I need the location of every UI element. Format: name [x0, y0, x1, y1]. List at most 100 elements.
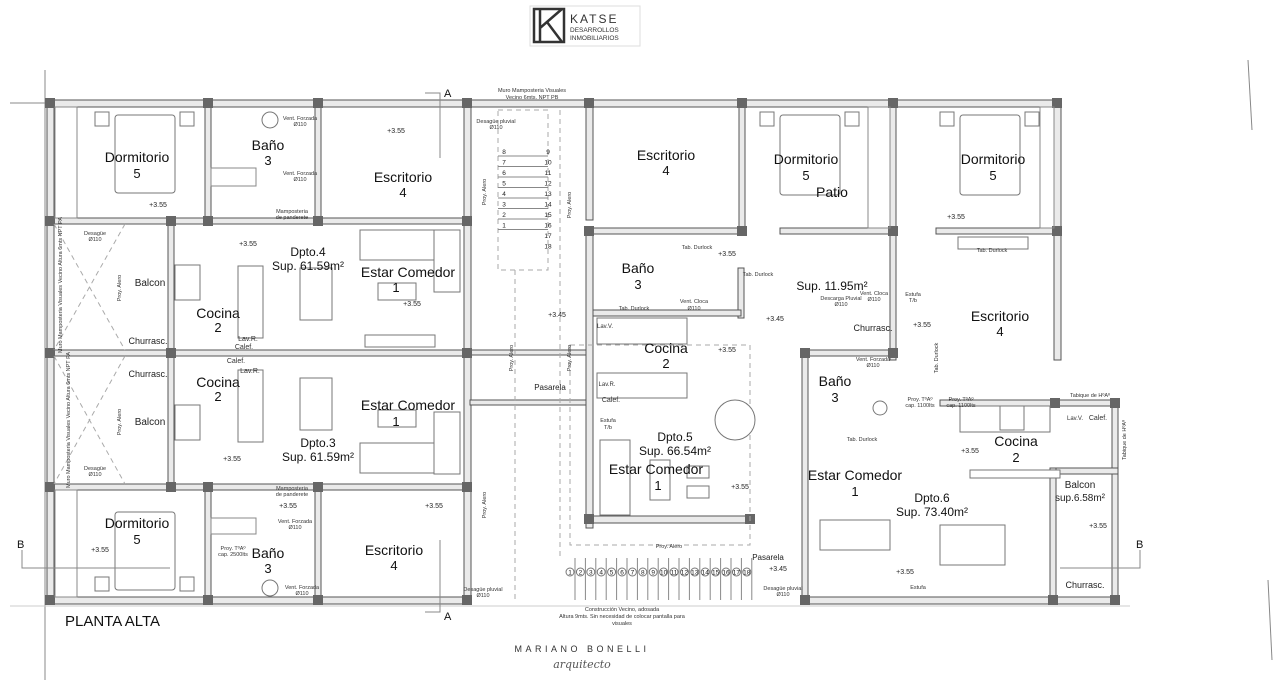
- svg-text:Estar Comedor: Estar Comedor: [361, 264, 455, 280]
- stair-marker: [575, 567, 585, 577]
- stair-number: 6: [620, 570, 624, 577]
- svg-text:B: B: [17, 539, 24, 551]
- stair-number: 7: [502, 160, 506, 167]
- svg-text:Churrasc.: Churrasc.: [853, 323, 892, 333]
- svg-text:de panderete: de panderete: [276, 215, 308, 221]
- svg-text:Tab. Durlock: Tab. Durlock: [847, 437, 878, 443]
- svg-text:Vent. Forzada: Vent. Forzada: [278, 519, 313, 525]
- svg-text:5: 5: [133, 532, 140, 547]
- svg-text:B: B: [1136, 539, 1143, 551]
- reference-lines: [10, 59, 1273, 680]
- svg-text:5: 5: [802, 168, 809, 183]
- stair-number: 14: [544, 202, 552, 209]
- svg-text:Ø110: Ø110: [288, 525, 301, 531]
- svg-text:Estar Comedor: Estar Comedor: [808, 467, 902, 483]
- svg-text:Estufa: Estufa: [600, 418, 617, 424]
- svg-text:Estufa: Estufa: [905, 292, 922, 298]
- stair-marker: [565, 567, 575, 577]
- stair-number: 12: [544, 181, 552, 188]
- svg-text:Cocina: Cocina: [644, 340, 688, 356]
- svg-text:KATSE: KATSE: [570, 12, 618, 26]
- svg-text:Ø110: Ø110: [776, 592, 789, 598]
- stair-number: 14: [702, 570, 710, 577]
- stair-number: 16: [544, 223, 552, 230]
- void-crosses: [53, 109, 751, 600]
- svg-text:+3.55: +3.55: [239, 241, 257, 248]
- svg-text:+3.55: +3.55: [913, 322, 931, 329]
- furniture: [94, 111, 1061, 597]
- stair-number: 13: [691, 570, 699, 577]
- svg-text:Churrasc.: Churrasc.: [128, 336, 167, 346]
- svg-text:+3.55: +3.55: [223, 456, 241, 463]
- svg-text:+3.45: +3.45: [548, 312, 566, 319]
- svg-text:Dormitorio: Dormitorio: [105, 149, 170, 165]
- svg-text:Mamposteria: Mamposteria: [276, 486, 309, 492]
- svg-text:Tab. Durlock: Tab. Durlock: [977, 248, 1008, 254]
- stair-number: 16: [722, 570, 730, 577]
- svg-text:Dormitorio: Dormitorio: [105, 515, 170, 531]
- stair-marker: [742, 567, 752, 577]
- svg-text:Estar Comedor: Estar Comedor: [361, 397, 455, 413]
- svg-text:Proy. Alero: Proy. Alero: [482, 179, 488, 206]
- svg-text:+3.55: +3.55: [947, 214, 965, 221]
- svg-text:Escritorio: Escritorio: [374, 169, 433, 185]
- svg-text:Ø110: Ø110: [293, 122, 306, 128]
- svg-text:Calef.: Calef.: [235, 344, 253, 351]
- svg-text:Proy. Alero: Proy. Alero: [117, 275, 123, 302]
- svg-text:1: 1: [392, 414, 399, 429]
- svg-text:Descarga Pluvial: Descarga Pluvial: [820, 296, 861, 302]
- stair-number: 6: [502, 170, 506, 177]
- stair-number: 7: [631, 570, 635, 577]
- svg-text:Muro Mamposteria Visuales Veci: Muro Mamposteria Visuales Vecino Altura …: [58, 217, 64, 353]
- plan-title: PLANTA ALTA: [65, 613, 160, 630]
- svg-text:Proy. Alero: Proy. Alero: [656, 544, 683, 550]
- svg-text:+3.55: +3.55: [718, 347, 736, 354]
- svg-text:2: 2: [662, 356, 669, 371]
- svg-text:Tabique de HºAº: Tabique de HºAº: [1121, 420, 1128, 460]
- stair-number: 11: [671, 570, 678, 577]
- svg-text:T/b: T/b: [909, 298, 917, 304]
- svg-text:Proy. TºAº: Proy. TºAº: [908, 396, 933, 403]
- svg-text:2: 2: [1012, 450, 1019, 465]
- svg-text:Cocina: Cocina: [196, 305, 240, 321]
- svg-text:Vecino 6mts. NPT PB: Vecino 6mts. NPT PB: [506, 95, 559, 101]
- svg-text:2: 2: [214, 320, 221, 335]
- svg-text:Estufa: Estufa: [910, 585, 927, 591]
- svg-text:2: 2: [214, 389, 221, 404]
- svg-text:Ø110: Ø110: [489, 125, 502, 131]
- svg-text:Tab. Durlock: Tab. Durlock: [934, 342, 940, 373]
- svg-text:de panderete: de panderete: [276, 492, 308, 498]
- stair-number: 11: [545, 170, 552, 177]
- closets: [54, 106, 1055, 598]
- svg-text:1: 1: [392, 280, 399, 295]
- svg-text:DESARROLLOS: DESARROLLOS: [570, 27, 619, 34]
- stair-number: 5: [502, 181, 506, 188]
- stair-number: 2: [579, 570, 583, 577]
- svg-text:4: 4: [399, 185, 406, 200]
- svg-text:Balcon: Balcon: [135, 417, 166, 428]
- svg-text:Proy. Alero: Proy. Alero: [482, 492, 488, 519]
- svg-text:Escritorio: Escritorio: [365, 542, 424, 558]
- svg-text:Desagüe pluvial: Desagüe pluvial: [476, 119, 515, 125]
- svg-text:Lav.R.: Lav.R.: [238, 336, 258, 343]
- svg-text:Dormitorio: Dormitorio: [774, 151, 839, 167]
- svg-text:+3.55: +3.55: [387, 128, 405, 135]
- svg-text:Desagüe pluvial: Desagüe pluvial: [763, 586, 802, 592]
- svg-text:1: 1: [851, 484, 858, 499]
- svg-text:Baño: Baño: [819, 373, 852, 389]
- stair-number: 10: [660, 570, 668, 577]
- stair-number: 8: [641, 570, 645, 577]
- svg-text:Calef.: Calef.: [1089, 415, 1107, 422]
- stair-number: 12: [681, 570, 689, 577]
- svg-text:Sup. 61.59m²: Sup. 61.59m²: [272, 259, 344, 273]
- stair-marker: [659, 567, 669, 577]
- svg-text:Desagüe: Desagüe: [84, 231, 106, 237]
- svg-text:INMOBILIARIOS: INMOBILIARIOS: [570, 35, 619, 42]
- svg-text:Baño: Baño: [252, 137, 285, 153]
- columns: [45, 98, 1120, 605]
- svg-text:Proy. Alero: Proy. Alero: [567, 345, 573, 372]
- stair-marker: [700, 567, 710, 577]
- svg-text:+3.55: +3.55: [149, 202, 167, 209]
- stair-marker: [711, 567, 721, 577]
